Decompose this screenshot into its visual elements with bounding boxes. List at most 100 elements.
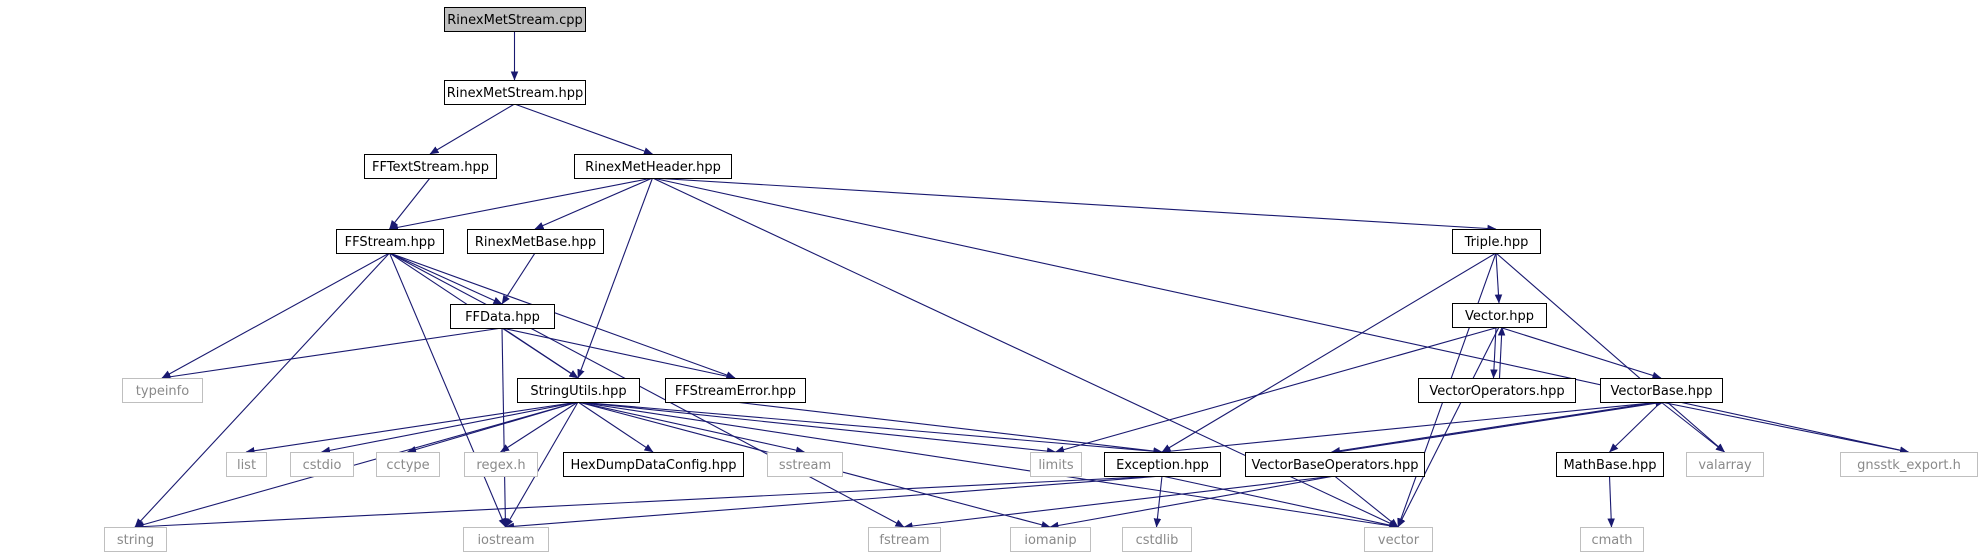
node-label: fstream xyxy=(879,533,929,548)
node-fftextstream-hpp[interactable]: FFTextStream.hpp xyxy=(364,154,497,179)
node-iomanip: iomanip xyxy=(1010,527,1091,552)
node-label: typeinfo xyxy=(136,384,189,399)
edge-ffstream_hpp-to-iostream xyxy=(388,252,507,528)
node-string: string xyxy=(104,527,167,552)
edge-stringutils_hpp-to-limits xyxy=(577,401,1056,455)
node-rinexmetheader-hpp[interactable]: RinexMetHeader.hpp xyxy=(574,154,732,179)
node-mathbase-hpp[interactable]: MathBase.hpp xyxy=(1556,452,1664,477)
node-box xyxy=(1245,452,1425,477)
node-ffstream-hpp[interactable]: FFStream.hpp xyxy=(336,229,444,254)
node-label: StringUtils.hpp xyxy=(530,384,626,399)
edge-vectorbaseoperators_hpp-to-vector xyxy=(1334,475,1399,528)
node-vectorbaseoperators-hpp[interactable]: VectorBaseOperators.hpp xyxy=(1245,452,1425,477)
node-box xyxy=(1686,452,1764,477)
node-box xyxy=(1122,527,1192,552)
edge-stringutils_hpp-to-string xyxy=(134,401,579,529)
node-label: valarray xyxy=(1698,458,1752,473)
edge-stringutils_hpp-to-sstream xyxy=(577,401,805,454)
edge-stringutils_hpp-to-vector xyxy=(577,401,1399,530)
node-hexdump-hpp[interactable]: HexDumpDataConfig.hpp xyxy=(563,452,744,477)
edge-vectorbase_hpp-to-valarray xyxy=(1660,401,1725,453)
node-label: FFTextStream.hpp xyxy=(372,160,489,175)
edge-triple_hpp-to-vector_hpp xyxy=(1494,252,1503,304)
node-label: Exception.hpp xyxy=(1116,458,1209,473)
node-rinexmetstream-cpp[interactable]: RinexMetStream.cpp xyxy=(444,7,586,32)
edge-ffdata_hpp-to-stringutils_hpp xyxy=(501,327,579,379)
node-label: gnsstk_export.h xyxy=(1857,458,1961,473)
node-box xyxy=(1840,452,1978,477)
edge-exception_hpp-to-string xyxy=(134,475,1163,531)
node-cmath: cmath xyxy=(1580,527,1644,552)
edge-triple_hpp-to-valarray xyxy=(1495,252,1725,453)
node-triple-hpp[interactable]: Triple.hpp xyxy=(1452,229,1541,254)
node-label: RinexMetStream.cpp xyxy=(447,13,582,28)
edge-vectorbaseoperators_hpp-to-iomanip xyxy=(1049,475,1335,530)
node-stringutils-hpp[interactable]: StringUtils.hpp xyxy=(517,378,640,403)
edge-mathbase_hpp-to-cmath xyxy=(1607,475,1615,528)
node-list: list xyxy=(226,452,267,477)
edge-stringutils_hpp-to-hexdump_hpp xyxy=(577,401,654,453)
node-box xyxy=(444,80,586,105)
node-iostream: iostream xyxy=(463,527,549,552)
edge-exception_hpp-to-cstdlib xyxy=(1153,475,1163,528)
edge-rinexmetstream_hpp-to-rinexmetheader_hpp xyxy=(514,103,653,155)
node-vectoroperators-hpp[interactable]: VectorOperators.hpp xyxy=(1418,378,1576,403)
node-vectorbase-hpp[interactable]: VectorBase.hpp xyxy=(1600,378,1723,403)
node-box xyxy=(1418,378,1576,403)
node-ffdata-hpp[interactable]: FFData.hpp xyxy=(450,304,555,329)
node-label: FFStream.hpp xyxy=(345,235,436,250)
node-label: Vector.hpp xyxy=(1465,309,1534,324)
node-box xyxy=(467,229,604,254)
node-box xyxy=(336,229,444,254)
edge-ffdata_hpp-to-ffstreamerror_hpp xyxy=(501,327,736,380)
node-rinexmetbase-hpp[interactable]: RinexMetBase.hpp xyxy=(467,229,604,254)
edge-stringutils_hpp-to-iostream xyxy=(505,401,579,528)
edge-rinexmetheader_hpp-to-gnsstk_export_h xyxy=(652,177,1909,454)
node-box xyxy=(1104,452,1221,477)
edge-ffstream_hpp-to-string xyxy=(134,252,390,528)
node-label: Triple.hpp xyxy=(1464,235,1529,250)
node-fstream: fstream xyxy=(868,527,941,552)
node-valarray: valarray xyxy=(1686,452,1764,477)
node-label: vector xyxy=(1378,533,1420,548)
edge-vector_hpp-to-vectoroperators_hpp xyxy=(1490,326,1498,379)
edge-rinexmetheader_hpp-to-triple_hpp xyxy=(652,177,1497,233)
node-rinexmetstream-hpp[interactable]: RinexMetStream.hpp xyxy=(444,80,586,105)
edge-rinexmetbase_hpp-to-ffdata_hpp xyxy=(501,252,536,305)
node-label: cctype xyxy=(386,458,429,473)
node-label: HexDumpDataConfig.hpp xyxy=(570,458,736,473)
edge-stringutils_hpp-to-exception_hpp xyxy=(577,401,1163,456)
edge-vector_hpp-to-limits xyxy=(1055,326,1500,454)
node-box xyxy=(464,452,538,477)
node-cstdio: cstdio xyxy=(290,452,354,477)
edge-vector_hpp-to-vectorbase_hpp xyxy=(1498,326,1662,380)
node-box xyxy=(444,7,586,32)
node-box xyxy=(364,154,497,179)
node-ffstreamerror-hpp[interactable]: FFStreamError.hpp xyxy=(665,378,806,403)
node-label: VectorBase.hpp xyxy=(1611,384,1713,399)
node-label: RinexMetBase.hpp xyxy=(475,235,596,250)
node-box xyxy=(1030,452,1082,477)
node-box xyxy=(450,304,555,329)
node-box xyxy=(1010,527,1091,552)
edge-fftextstream_hpp-to-ffstream_hpp xyxy=(389,177,431,230)
edge-vectorbase_hpp-to-mathbase_hpp xyxy=(1609,401,1662,453)
node-box xyxy=(665,378,806,403)
node-vector-hpp[interactable]: Vector.hpp xyxy=(1452,303,1547,328)
edge-rinexmetheader_hpp-to-ffstream_hpp xyxy=(389,177,653,232)
node-label: limits xyxy=(1038,458,1074,473)
edge-rinexmetheader_hpp-to-stringutils_hpp xyxy=(577,177,654,379)
node-box xyxy=(1600,378,1723,403)
edge-ffstreamerror_hpp-to-exception_hpp xyxy=(734,401,1163,455)
node-box xyxy=(376,452,440,477)
edge-ffdata_hpp-to-typeinfo xyxy=(161,327,503,381)
node-box xyxy=(563,452,744,477)
node-label: FFData.hpp xyxy=(465,310,540,325)
edge-ffdata_hpp-to-iostream xyxy=(501,327,510,528)
node-box xyxy=(1364,527,1433,552)
edge-rinexmetheader_hpp-to-rinexmetbase_hpp xyxy=(534,177,653,230)
edge-vectorbaseoperators_hpp-to-vectorbase_hpp xyxy=(1337,399,1665,453)
node-sstream: sstream xyxy=(767,452,843,477)
node-cctype: cctype xyxy=(376,452,440,477)
node-exception-hpp[interactable]: Exception.hpp xyxy=(1104,452,1221,477)
